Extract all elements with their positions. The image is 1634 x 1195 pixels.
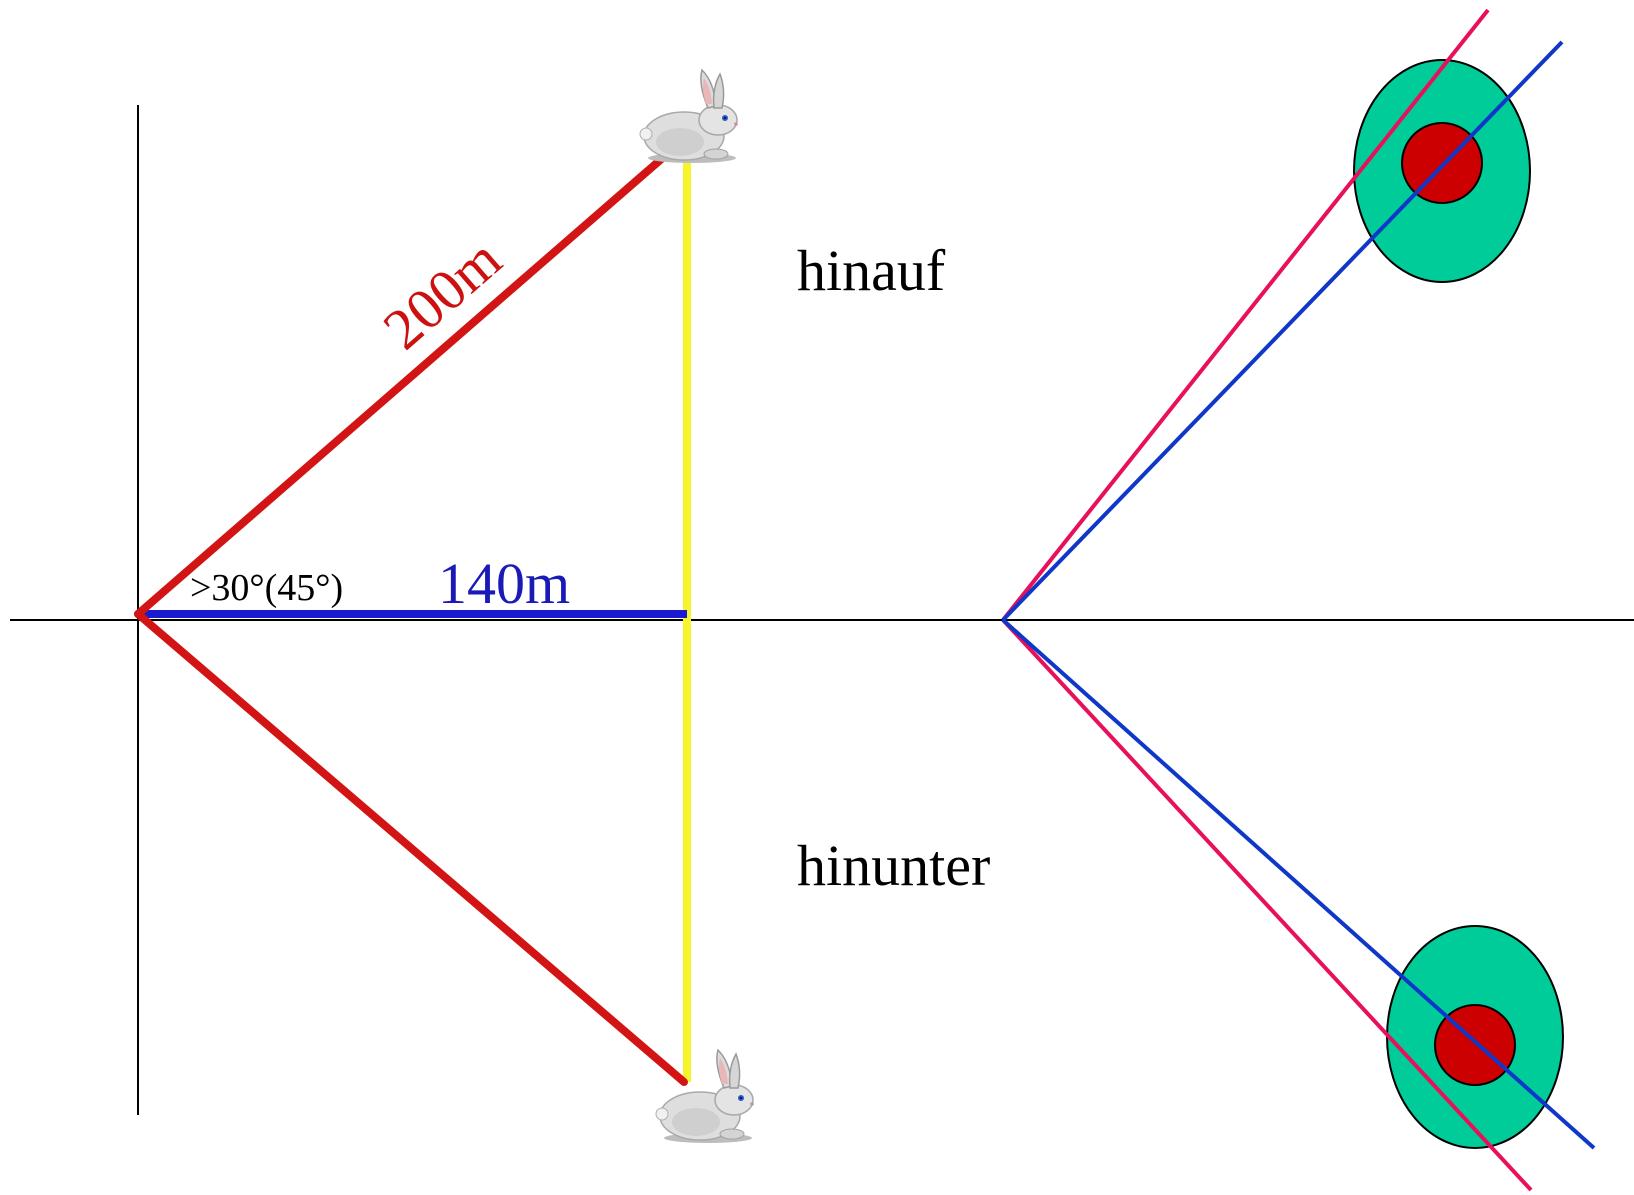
uphill-label: hinauf <box>797 238 946 303</box>
aim-line-down-blue <box>1001 618 1596 1150</box>
rabbit-icon <box>655 1049 755 1144</box>
downhill-label: hinunter <box>797 833 990 898</box>
horizontal-distance-label: 140m <box>438 551 570 616</box>
aim-line-down-pink <box>1001 618 1533 1192</box>
rabbit-icon <box>639 69 739 164</box>
target-icon <box>1386 925 1564 1149</box>
aim-line-up-blue <box>1001 40 1564 622</box>
angle-label: >30°(45°) <box>190 567 343 609</box>
aim-line-up-pink <box>1001 8 1490 622</box>
target-icon <box>1353 59 1531 283</box>
slope-distance-label: 200m <box>371 226 513 362</box>
slope-line-down <box>134 610 688 1086</box>
slope-line-up <box>134 151 670 618</box>
